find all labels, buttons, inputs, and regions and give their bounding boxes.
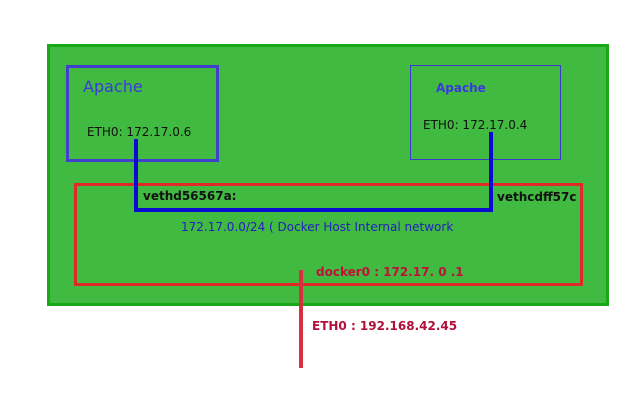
container-1-name: Apache — [83, 77, 143, 96]
container-2-interface: ETH0: 172.17.0.4 — [423, 118, 528, 132]
container-1-veth-label: vethd56567a: — [143, 189, 237, 203]
internal-network-label: 172.17.0.0/24 ( Docker Host Internal net… — [181, 220, 454, 234]
container-1-interface: ETH0: 172.17.0.6 — [87, 125, 192, 139]
apache-container-2-box — [410, 65, 561, 160]
host-interface-label: ETH0 : 192.168.42.45 — [312, 319, 458, 333]
docker0-bridge-label: docker0 : 172.17. 0 .1 — [316, 265, 464, 279]
container-2-name: Apache — [436, 81, 486, 95]
container-2-veth-label: vethcdff57c — [497, 190, 577, 204]
